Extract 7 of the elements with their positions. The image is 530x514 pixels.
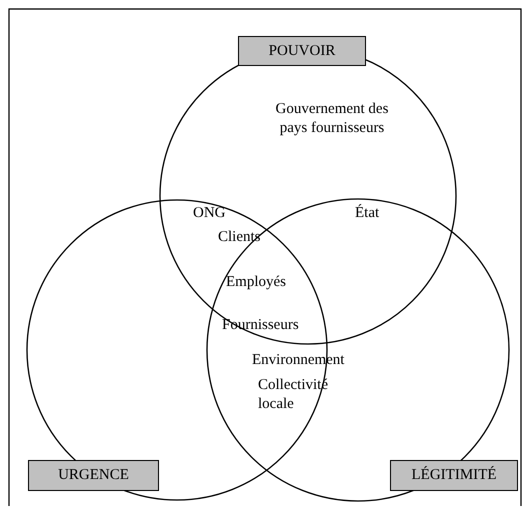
region-label: Gouvernement des pays fournisseurs xyxy=(274,100,390,138)
region-label: ONG xyxy=(193,204,226,223)
region-label: État xyxy=(355,204,380,223)
region-label: Employés xyxy=(226,273,286,292)
label-box: LÉGITIMITÉ xyxy=(390,460,518,491)
label-box: URGENCE xyxy=(28,460,159,491)
label-box: POUVOIR xyxy=(238,36,366,66)
